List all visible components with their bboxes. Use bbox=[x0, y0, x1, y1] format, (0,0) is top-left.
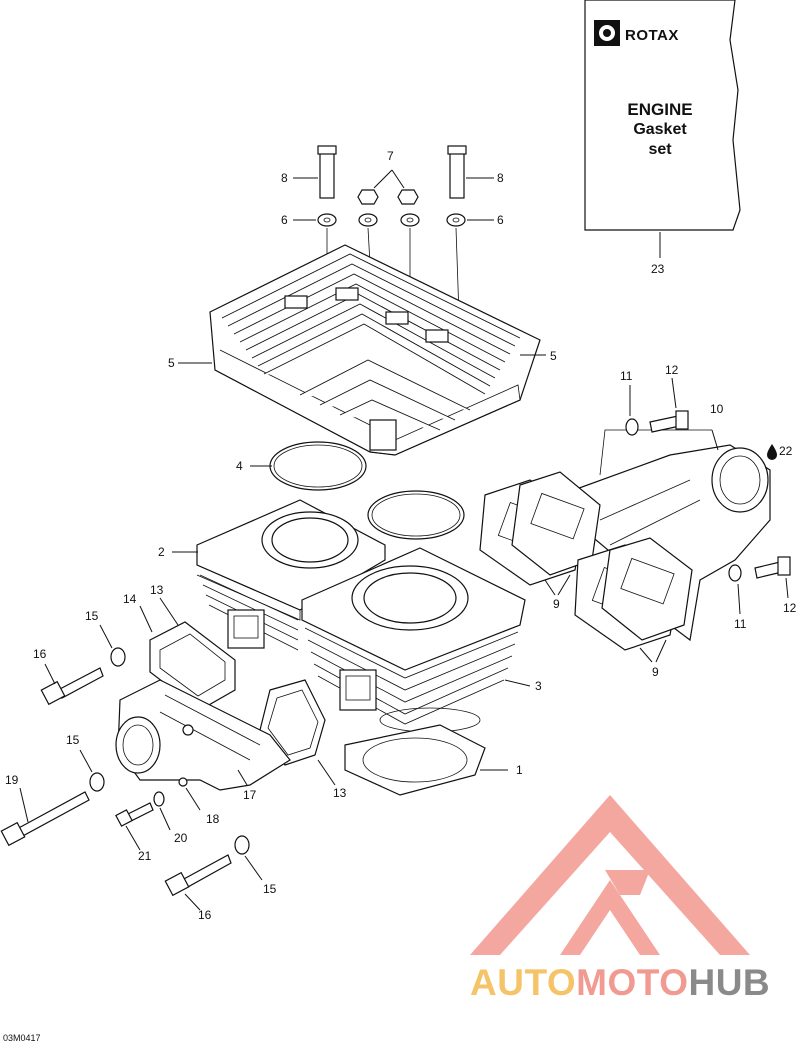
oil-drop-icon bbox=[767, 444, 777, 460]
callout-9-lower: 9 bbox=[652, 665, 659, 679]
callout-12-bottom: 12 bbox=[783, 601, 797, 615]
callout-11-bottom: 11 bbox=[734, 617, 747, 631]
gasket-label-line1: ENGINE bbox=[627, 100, 693, 119]
callout-5-left: 5 bbox=[168, 356, 175, 370]
callout-labels: 8 7 8 6 6 23 5 5 11 12 10 22 4 2 9 12 11… bbox=[5, 149, 797, 922]
callout-15-top: 15 bbox=[85, 609, 99, 623]
washers-top bbox=[293, 213, 494, 346]
callout-6-right: 6 bbox=[497, 213, 504, 227]
gasket-set-bag bbox=[584, 0, 741, 258]
gasket-label-line2: Gasket bbox=[633, 121, 687, 138]
callout-18: 18 bbox=[206, 812, 220, 826]
watermark-part-hub: HUB bbox=[688, 962, 771, 1003]
callout-12-top: 12 bbox=[665, 363, 679, 377]
callout-15-mid: 15 bbox=[66, 733, 80, 747]
callout-16-bottom: 16 bbox=[198, 908, 212, 922]
cylinder-base-gasket bbox=[344, 724, 508, 796]
callout-15-bottom: 15 bbox=[263, 882, 277, 896]
callout-13-top: 13 bbox=[150, 583, 164, 597]
diagram-reference-code: 03M0417 bbox=[3, 1033, 41, 1043]
cylinder-head bbox=[178, 244, 546, 456]
gasket-label-line3: set bbox=[648, 141, 672, 158]
cylinder-head-spacer-right bbox=[447, 145, 494, 199]
callout-17: 17 bbox=[243, 788, 257, 802]
callout-1: 1 bbox=[516, 763, 523, 777]
manifold-fasteners-bottom bbox=[728, 556, 791, 615]
callout-2: 2 bbox=[158, 545, 165, 559]
callout-3: 3 bbox=[535, 679, 542, 693]
callout-14: 14 bbox=[123, 592, 137, 606]
callout-9-upper: 9 bbox=[553, 597, 560, 611]
callout-13-bottom: 13 bbox=[333, 786, 347, 800]
brand-name: ROTAX bbox=[625, 27, 679, 44]
head-orings bbox=[250, 441, 465, 540]
callout-5-right: 5 bbox=[550, 349, 557, 363]
gasket-set-label: ENGINE Gasket set bbox=[580, 100, 740, 160]
callout-11-top: 11 bbox=[620, 369, 633, 383]
cylinder-head-nuts bbox=[357, 169, 419, 205]
callout-22: 22 bbox=[779, 444, 793, 458]
watermark-part-moto: MOTO bbox=[576, 962, 689, 1003]
callout-6-left: 6 bbox=[281, 213, 288, 227]
callout-4: 4 bbox=[236, 459, 243, 473]
exhaust-gaskets bbox=[479, 471, 693, 663]
cylinder-head-spacer-left bbox=[293, 145, 337, 199]
watermark-text: AUTOMOTOHUB bbox=[470, 962, 770, 1004]
callout-20: 20 bbox=[174, 831, 188, 845]
intake-housing bbox=[115, 605, 291, 811]
callout-8-right: 8 bbox=[497, 171, 504, 185]
callout-23: 23 bbox=[651, 262, 665, 276]
callout-7: 7 bbox=[387, 149, 394, 163]
cylinder-right bbox=[301, 547, 531, 733]
watermark-logo bbox=[470, 795, 750, 955]
callout-10: 10 bbox=[710, 402, 724, 416]
callout-21: 21 bbox=[138, 849, 152, 863]
callout-19: 19 bbox=[5, 773, 19, 787]
cylinder-left bbox=[172, 499, 386, 651]
intake-fasteners bbox=[0, 624, 263, 911]
callout-8-left: 8 bbox=[281, 171, 288, 185]
manifold-fasteners-top bbox=[625, 377, 689, 436]
callout-16-top: 16 bbox=[33, 647, 47, 661]
watermark-part-auto: AUTO bbox=[470, 962, 577, 1003]
